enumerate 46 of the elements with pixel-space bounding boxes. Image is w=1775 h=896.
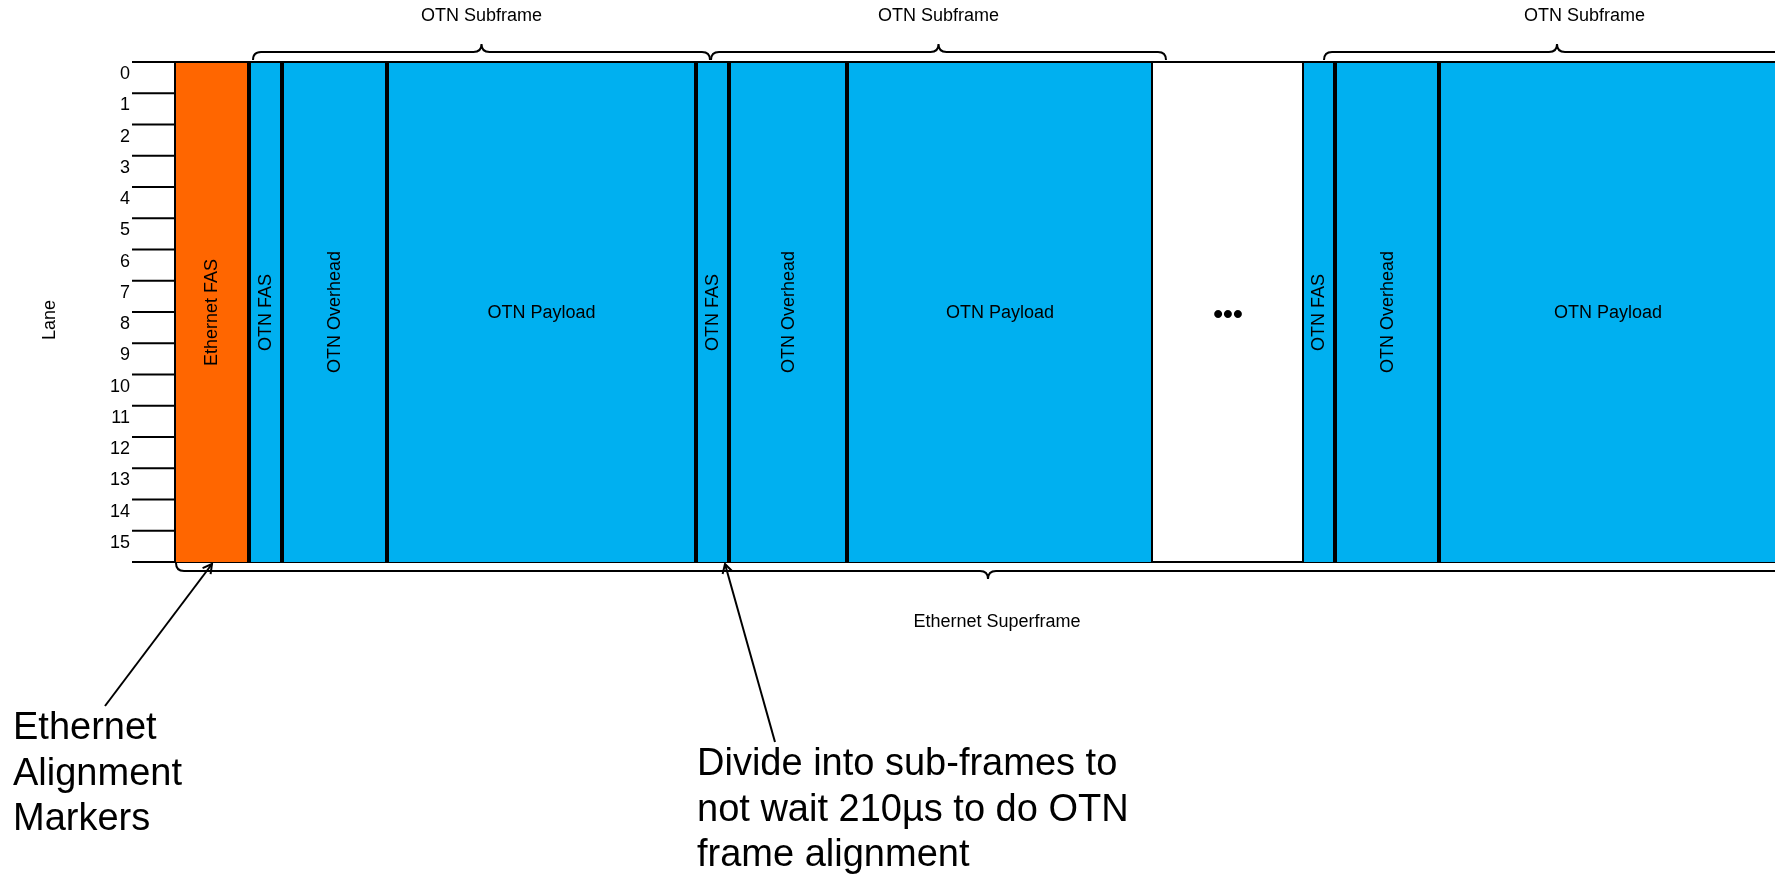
arrow — [104, 563, 213, 707]
lane-number: 0 — [119, 64, 130, 82]
superframe-label: Ethernet Superframe — [912, 612, 1082, 630]
fas-column — [696, 63, 729, 562]
ellipsis: ••• — [1212, 300, 1244, 328]
block-label: OTN Payload — [1553, 301, 1662, 324]
lane-number: 14 — [108, 501, 130, 520]
block-label: OTN Overhead — [776, 251, 799, 374]
block-label: OTN Overhead — [1375, 251, 1398, 374]
lane-number: 10 — [108, 376, 130, 395]
subframe-label: OTN Subframe — [876, 6, 1000, 24]
lane-number: 4 — [119, 189, 130, 207]
lane-number: 6 — [119, 251, 130, 270]
block-label: OTN FAS — [701, 274, 723, 351]
subframe-label: OTN Subframe — [1522, 6, 1646, 24]
lane-number: 8 — [119, 314, 130, 332]
lane-number: 7 — [119, 282, 130, 301]
block-label: OTN Overhead — [323, 251, 345, 374]
lane-number: 5 — [119, 220, 130, 239]
lane-number: 11 — [110, 407, 130, 426]
block-label: OTN Payload — [487, 301, 596, 324]
lane-number: 1 — [119, 95, 130, 114]
callout-text: Divide into sub-frames to not wait 210µs to do OTN frame alignment — [697, 740, 1177, 877]
lane-number: 3 — [119, 157, 130, 176]
overhead-column — [282, 63, 387, 562]
payload-block — [1439, 63, 1775, 562]
lane-number: 15 — [108, 532, 130, 551]
subframe-label: OTN Subframe — [419, 6, 543, 24]
payload-block — [847, 63, 1153, 562]
block-label: Ethernet FAS — [200, 258, 222, 367]
fas-column — [249, 63, 282, 562]
ethernet-fas-column — [174, 63, 249, 562]
lane-number: 9 — [119, 345, 130, 364]
block-label: OTN FAS — [1307, 274, 1329, 351]
axis-label: Lane — [40, 300, 58, 340]
arrow — [721, 563, 776, 743]
block-label: OTN Payload — [945, 301, 1054, 324]
lane-number: 12 — [108, 439, 130, 457]
overhead-column — [729, 63, 847, 562]
lane-number: 2 — [119, 126, 130, 145]
block-label: OTN FAS — [254, 274, 276, 351]
lane-number: 13 — [108, 470, 130, 489]
fas-column — [1302, 63, 1335, 562]
payload-block — [387, 63, 696, 562]
callout-text: Ethernet Alignment Markers — [13, 704, 253, 841]
overhead-column — [1335, 63, 1439, 562]
